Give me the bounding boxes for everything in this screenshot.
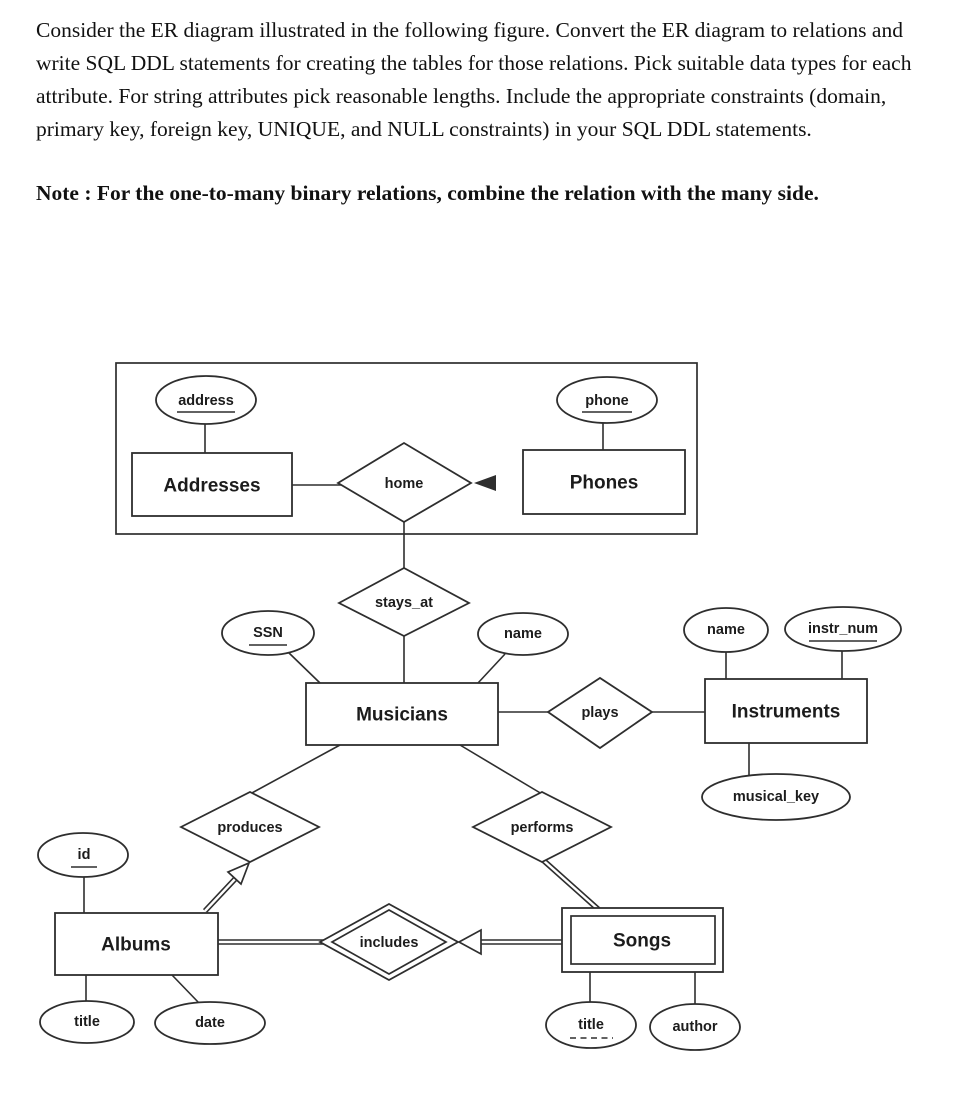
attr-musician-name-ellipse (477, 612, 569, 656)
attr-album-title-ellipse (39, 1000, 135, 1044)
attr-song-author-ellipse (649, 1003, 741, 1051)
attr-song-title-ellipse (545, 1001, 637, 1049)
rel-performs-label: performs (511, 820, 574, 836)
connector-albums-date (171, 974, 200, 1004)
entity-instruments-label: Instruments (732, 702, 841, 723)
relationship-shapes (179, 441, 654, 982)
entity-songs-rect-outer (561, 907, 724, 973)
attr-musicalkey-ellipse (701, 773, 851, 821)
attr-address-label: address (178, 393, 234, 409)
attr-ssn-label: SSN (253, 625, 283, 641)
arrowheads (226, 475, 496, 956)
entity-songs-label: Songs (613, 931, 671, 952)
entity-musicians-label: Musicians (356, 705, 448, 726)
question-paragraph: Consider the ER diagram illustrated in t… (36, 18, 912, 141)
attr-musician-name-label: name (504, 626, 542, 642)
attr-instrument-name-label: name (707, 622, 745, 638)
rel-includes-diamond-inner (330, 909, 448, 975)
entity-musicians-rect (305, 682, 499, 746)
attr-instrnum-ellipse (784, 606, 902, 652)
entity-albums-label: Albums (101, 935, 171, 956)
rel-produces-label: produces (217, 820, 282, 836)
key-underlines (71, 411, 877, 1039)
labels: Addresses Phones Musicians Instruments A… (74, 393, 878, 1035)
entity-albums-rect (54, 912, 219, 976)
entity-instruments-rect (704, 678, 868, 744)
rel-home-label: home (385, 476, 424, 492)
attr-song-title-label: title (578, 1017, 604, 1033)
entity-addresses-rect (131, 452, 293, 517)
rel-produces-diamond (179, 790, 321, 864)
connectors (83, 423, 843, 1005)
entity-shapes (54, 449, 868, 976)
entity-songs-rect-inner (570, 915, 716, 965)
question-block: Consider the ER diagram illustrated in t… (36, 14, 942, 210)
attr-ssn-ellipse (221, 610, 315, 656)
entity-phones-label: Phones (570, 473, 639, 494)
rel-plays-diamond (546, 676, 654, 750)
connector-ssn-musicians (287, 651, 321, 684)
attr-album-date-ellipse (154, 1001, 266, 1045)
attr-song-author-label: author (672, 1019, 717, 1035)
rel-staysat-diamond (337, 566, 471, 638)
aggregation-box (115, 362, 698, 535)
attr-musicalkey-label: musical_key (733, 789, 819, 805)
er-diagram-svg: Addresses Phones Musicians Instruments A… (37, 362, 902, 1051)
connector-musicians-performs (459, 744, 543, 795)
entity-phones-rect (522, 449, 686, 515)
rel-home-diamond (336, 441, 473, 524)
attr-instrnum-label: instr_num (808, 621, 878, 637)
attr-album-title-label: title (74, 1014, 100, 1030)
connector-albums-produces-inner (204, 877, 237, 912)
arrow-songs-to-includes-icon (457, 928, 482, 956)
attr-id-ellipse (37, 832, 129, 878)
rel-performs-diamond (471, 790, 613, 864)
attr-album-date-label: date (195, 1015, 225, 1031)
rel-includes-label: includes (360, 935, 419, 951)
attr-instrument-name-ellipse (683, 607, 769, 653)
rel-staysat-label: stays_at (375, 595, 433, 611)
entity-addresses-label: Addresses (163, 476, 260, 497)
attr-id-label: id (78, 847, 91, 863)
question-note: Note : For the one-to-many binary relati… (36, 181, 819, 205)
attr-phone-label: phone (585, 393, 629, 409)
connector-musicians-produces (249, 744, 341, 795)
connector-name-musicians (477, 653, 506, 684)
arrow-phones-to-home-icon (474, 475, 496, 491)
connector-performs-songs-inner (542, 859, 600, 911)
arrow-albums-to-produces-icon (226, 861, 251, 886)
er-diagram: Addresses Phones Musicians Instruments A… (0, 330, 972, 1092)
double-connectors (202, 857, 601, 945)
rel-plays-label: plays (581, 705, 618, 721)
